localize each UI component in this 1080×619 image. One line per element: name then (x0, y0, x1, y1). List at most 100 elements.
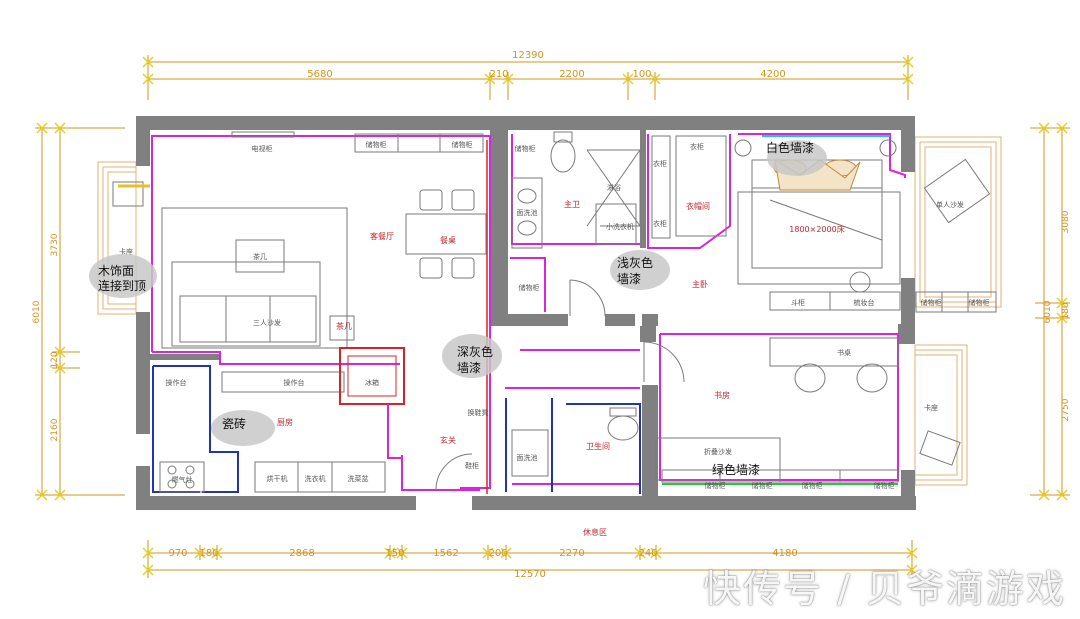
note-light-gray-2: 墙漆 (617, 272, 641, 286)
dim-bottom-seg-2: 180 (199, 548, 218, 559)
toilet-master (550, 139, 576, 173)
dim-bottom-seg-5: 1562 (433, 548, 458, 559)
label-dining-table: 餐桌 (440, 235, 456, 245)
vanity-shape (829, 291, 901, 311)
dim-right-total: 6010 (1043, 300, 1053, 323)
plant-shape (112, 181, 144, 207)
label-shower: 淋浴 (607, 183, 621, 192)
dining-table-shape (405, 213, 487, 255)
note-dark-gray-2: 墙漆 (457, 361, 481, 375)
dim-bottom-seg-7: 2270 (559, 548, 584, 559)
living-furniture (112, 131, 487, 349)
kitchen-wall-line (387, 404, 402, 459)
label-bed: 1800×2000床 (789, 224, 844, 234)
dim-top-seg-1: 5680 (307, 69, 332, 80)
label-living-dining: 客餐厅 (370, 231, 394, 241)
note-light-gray-1: 浅灰色 (617, 256, 653, 270)
label-wardrobe-1: 衣柜 (653, 159, 667, 168)
label-card-seat-2: 卡座 (924, 403, 938, 412)
label-storage-bed-1: 储物柜 (921, 298, 942, 307)
label-entrance: 玄关 (440, 435, 456, 445)
label-wardrobe-2: 衣柜 (653, 219, 667, 228)
label-fridge: 冰箱 (365, 378, 379, 387)
wardrobe-shape (651, 135, 671, 239)
label-storage-study-2: 储物柜 (752, 481, 773, 490)
dim-left-total: 6010 (32, 300, 42, 323)
dim-bottom-seg-8: 240 (638, 548, 657, 559)
dim-left-seg-3: 2160 (50, 418, 60, 441)
dim-top-seg-3: 2200 (559, 69, 584, 80)
label-kitchen: 厨房 (277, 417, 293, 427)
dim-bottom-seg-1: 970 (168, 548, 187, 559)
label-side-table: 茶几 (336, 321, 352, 331)
label-gas-stove: 燃气灶 (172, 475, 193, 484)
label-coffee-table: 茶几 (253, 252, 267, 261)
label-dryer: 烘干机 (267, 474, 288, 483)
dim-bottom-total: 12570 (514, 569, 546, 580)
watermark: 快传号 / 贝爷滴游戏 (703, 567, 1066, 611)
label-cloakroom: 衣帽间 (686, 201, 710, 211)
coffee-table-shape (235, 239, 285, 273)
label-shoe-cabinet: 鞋柜 (465, 461, 479, 470)
dim-right-seg-2: 180 (1061, 302, 1071, 319)
label-sofa: 三人沙发 (253, 318, 281, 327)
counter-top (221, 371, 345, 393)
label-single-sofa: 单人沙发 (936, 200, 964, 209)
label-study: 书房 (714, 390, 730, 400)
label-folding-sofa: 折叠沙发 (704, 447, 732, 456)
label-bathroom: 卫生间 (586, 441, 610, 451)
label-wardrobe-3: 衣柜 (690, 142, 704, 151)
label-storage-study-1: 储物柜 (705, 481, 726, 490)
plant-study (919, 430, 961, 466)
label-desk: 书桌 (837, 348, 851, 357)
label-storage-study-4: 储物柜 (874, 481, 895, 490)
label-storage-1: 储物柜 (366, 140, 387, 149)
dimension-ticks (36, 56, 1068, 576)
kitchen-furniture (159, 371, 386, 493)
dim-bottom-seg-9: 4180 (772, 548, 797, 559)
note-dark-gray-1: 深灰色 (457, 345, 493, 359)
label-storage-bed-2: 储物柜 (969, 298, 990, 307)
note-green-paint: 绿色墙漆 (712, 462, 760, 477)
basin-master (511, 177, 543, 249)
rug (161, 207, 348, 349)
walls (136, 116, 916, 510)
label-wash-basin-1: 面洗池 (517, 208, 538, 217)
fridge-outline (339, 347, 405, 405)
dim-bottom-seg-4: 150 (385, 548, 404, 559)
dim-bottom-seg-3: 2868 (289, 548, 314, 559)
label-sink: 洗菜盆 (348, 474, 369, 483)
note-bubbles (89, 140, 827, 446)
label-master-bath: 主卫 (564, 199, 580, 209)
single-sofa-shape (923, 158, 991, 224)
dim-left-seg-2: 120 (50, 351, 60, 368)
door-swings (435, 279, 685, 491)
label-storage-2: 储物柜 (452, 140, 473, 149)
dim-top-total: 12390 (512, 50, 544, 61)
tv-cabinet-shape (231, 131, 295, 138)
bath-fixtures (511, 131, 727, 477)
bay-windows (97, 136, 1002, 486)
study-furniture (655, 337, 961, 483)
label-counter-2: 操作台 (284, 378, 305, 387)
side-table-shape (329, 315, 355, 341)
label-master-bedroom: 主卧 (692, 279, 708, 289)
label-tv-cabinet: 电视柜 (252, 144, 273, 153)
dim-bottom-seg-6: 200 (488, 548, 507, 559)
shower-area (587, 149, 641, 227)
label-storage-hall: 储物柜 (519, 283, 540, 292)
note-wood-1: 木饰面 (98, 264, 134, 278)
label-shoe-bench: 换鞋凳 (468, 408, 489, 417)
desk-shape (769, 337, 899, 367)
basin-guest (511, 429, 549, 477)
note-white-paint: 白色墙漆 (766, 140, 814, 155)
sofa-shape (171, 261, 321, 347)
dim-top-seg-5: 4200 (760, 69, 785, 80)
label-nightstand: 斗柜 (791, 298, 805, 307)
dim-right-seg-3: 2750 (1061, 398, 1071, 421)
label-rest-area: 休息区 (583, 527, 607, 537)
stove-shape (159, 461, 205, 493)
bed-frame (737, 191, 901, 285)
label-washer: 洗衣机 (305, 474, 326, 483)
